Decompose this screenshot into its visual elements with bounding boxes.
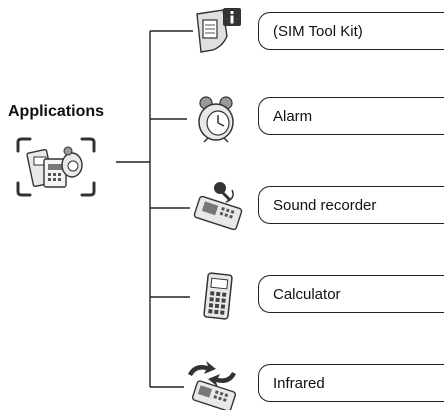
menu-item-infrared[interactable]: Infrared [258,364,444,402]
alarm-clock-icon [188,94,244,144]
menu-item-alarm[interactable]: Alarm [258,97,444,135]
infrared-icon [184,360,240,412]
menu-item-sound-recorder[interactable]: Sound recorder [258,186,444,224]
menu-item-sim-tool-kit[interactable]: (SIM Tool Kit) [258,12,444,50]
menu-item-label: (SIM Tool Kit) [273,23,363,40]
menu-item-label: Sound recorder [273,197,377,214]
sim-toolkit-icon [193,6,249,56]
applications-icon [16,137,96,197]
root-title: Applications [8,103,105,120]
sound-recorder-icon [192,180,248,231]
calculator-icon [196,270,252,320]
menu-item-calculator[interactable]: Calculator [258,275,444,313]
menu-item-label: Calculator [273,286,341,303]
menu-item-label: Infrared [273,375,325,392]
menu-item-label: Alarm [273,108,313,125]
